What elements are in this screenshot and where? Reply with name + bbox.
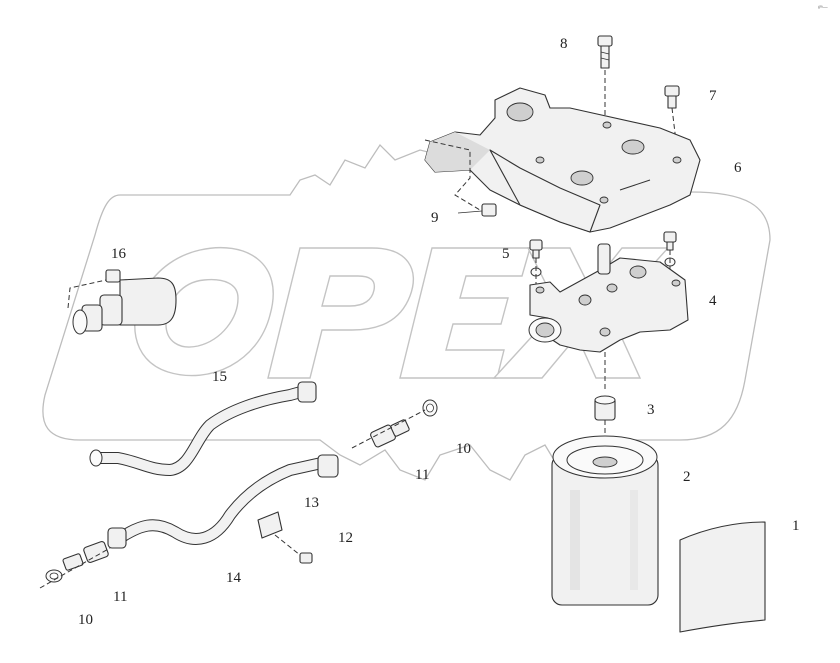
part-14-tube bbox=[107, 454, 339, 549]
corner-mark: #ª— bbox=[818, 5, 828, 11]
part-9-bolt bbox=[424, 139, 497, 217]
part-5-bolts bbox=[529, 231, 677, 290]
callout-2: 2 bbox=[683, 469, 691, 485]
part-13-sleeve bbox=[317, 454, 339, 478]
callout-7: 7 bbox=[709, 88, 717, 104]
part-3-nipple bbox=[594, 395, 616, 450]
watermark-letter-e bbox=[399, 247, 531, 379]
callout-10-lower: 10 bbox=[78, 612, 93, 628]
part-15-tube bbox=[89, 381, 317, 476]
part-1-label bbox=[679, 521, 766, 633]
callout-11-upper: 11 bbox=[415, 467, 429, 483]
watermark-letter-p bbox=[267, 247, 415, 379]
callout-12: 12 bbox=[338, 530, 353, 546]
part-16-sensor bbox=[67, 269, 177, 335]
callout-16: 16 bbox=[111, 246, 127, 262]
callout-15: 15 bbox=[212, 369, 227, 385]
part-4-filter-head bbox=[528, 243, 689, 392]
part-8-bolt bbox=[597, 35, 613, 122]
callout-10-upper: 10 bbox=[456, 441, 471, 457]
callout-4: 4 bbox=[709, 293, 717, 309]
part-10-11-upper-fittings bbox=[351, 399, 438, 449]
callout-labels: 1 2 3 4 5 6 7 8 9 10 10 11 11 12 13 14 1… bbox=[78, 36, 800, 628]
callout-5: 5 bbox=[502, 246, 510, 262]
part-6-bracket bbox=[424, 87, 701, 233]
part-2-filter bbox=[551, 435, 659, 606]
part-10-11-lower-fittings bbox=[39, 541, 111, 589]
callout-13: 13 bbox=[304, 495, 319, 511]
callout-9: 9 bbox=[431, 210, 439, 226]
callout-3: 3 bbox=[647, 402, 655, 418]
callout-6: 6 bbox=[734, 160, 742, 176]
callout-8: 8 bbox=[560, 36, 568, 52]
callout-14: 14 bbox=[226, 570, 242, 586]
callout-11-lower: 11 bbox=[113, 589, 127, 605]
callout-1: 1 bbox=[792, 518, 800, 534]
part-12-clip bbox=[257, 511, 313, 564]
